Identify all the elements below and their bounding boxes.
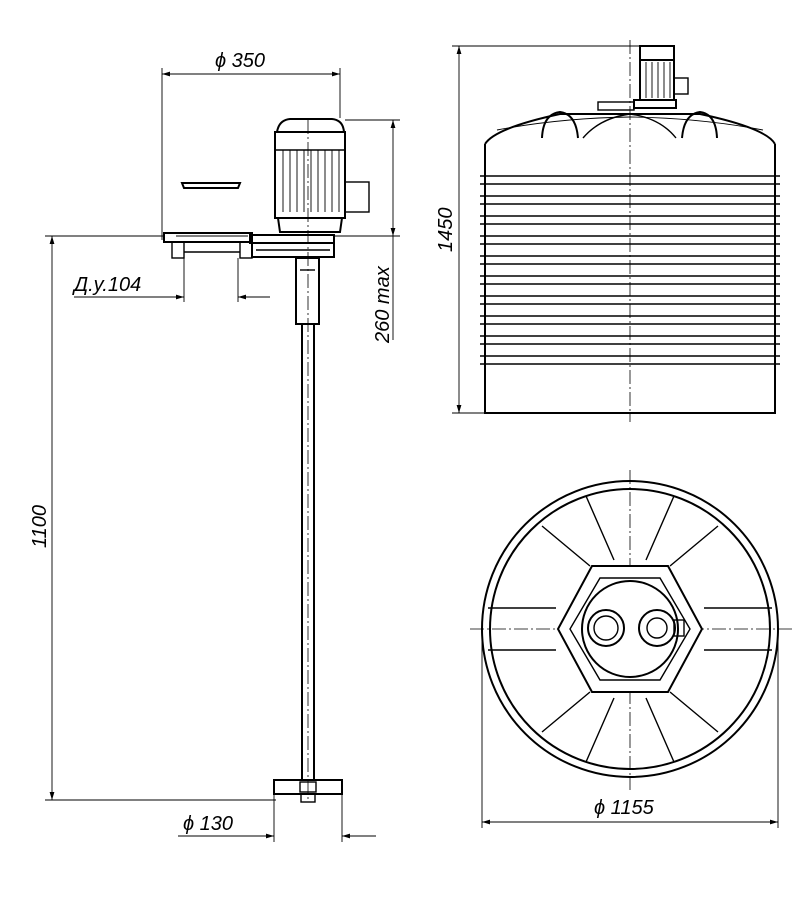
top-ribs [488, 495, 772, 763]
impeller [273, 779, 343, 803]
impeller-diameter-label: ϕ 130 [183, 813, 233, 835]
mount-diameter-label: ϕ 350 [215, 50, 265, 72]
dim-mount-diameter: ϕ 350 [161, 50, 341, 240]
pipe-nominal-label: Д.у.104 [72, 274, 141, 296]
tank-top-motor [633, 45, 689, 109]
dim-tank-height: 1450 [435, 45, 640, 414]
nozzle-flange [163, 232, 253, 259]
tank-front-view: 1450 [435, 40, 780, 422]
dim-pipe-nominal: Д.у.104 [72, 258, 270, 302]
top-openings [587, 609, 685, 647]
dim-depth-max: 260 max [334, 119, 400, 344]
dim-impeller-diameter: ϕ 130 [178, 794, 376, 842]
nozzle-lid [180, 182, 242, 189]
motor [274, 118, 370, 233]
tank-diameter-label: ϕ 1155 [594, 797, 655, 819]
dim-tank-diameter: ϕ 1155 [481, 629, 779, 828]
mounting-plate [249, 234, 335, 258]
shaft [295, 120, 320, 800]
tank-height-label: 1450 [435, 208, 457, 253]
depth-max-label: 260 max [372, 265, 394, 344]
mixer-side-view: ϕ 350 Д.у.104 260 max 1100 [29, 50, 400, 842]
tank-top-view: ϕ 1155 [470, 470, 792, 828]
dim-shaft-length: 1100 [29, 235, 276, 801]
shaft-length-label: 1100 [29, 505, 51, 548]
